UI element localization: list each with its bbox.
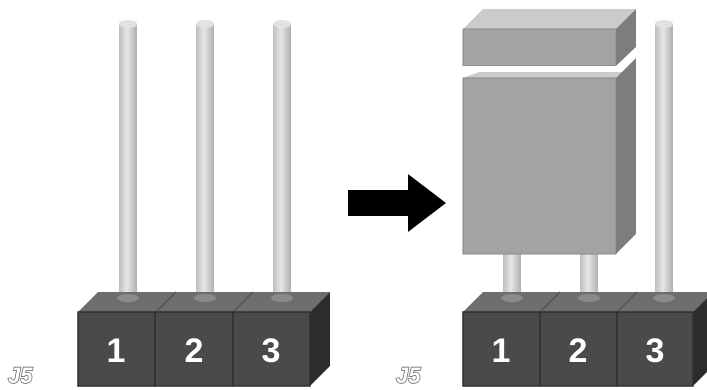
pin-after-1 [503, 252, 521, 296]
header-top-face [78, 292, 330, 312]
pin-number-after-2: 2 [569, 332, 588, 370]
header-after: 1 2 3 J5 [395, 9, 707, 389]
right-arrow-icon [348, 174, 446, 232]
pin-cell-after-1 [462, 311, 541, 387]
pin-cell-before-3 [232, 311, 311, 387]
pin-cell-before-1 [77, 311, 156, 387]
pin-cell-before-2 [154, 311, 234, 387]
pin-number-before-2: 2 [185, 332, 204, 370]
header-side-face [310, 292, 330, 386]
header-side-face [693, 298, 707, 386]
pin-number-before-1: 1 [107, 332, 126, 370]
jumper-cap [462, 9, 636, 255]
header-top-face [463, 292, 707, 312]
pin-cell-after-3 [616, 311, 694, 387]
pin-number-after-3: 3 [646, 332, 665, 370]
pin-number-after-1: 1 [492, 332, 511, 370]
connector-label-after: J5 [396, 363, 421, 388]
pin-before-2 [196, 20, 214, 296]
pin-cell-after-2 [539, 311, 618, 387]
pin-number-before-3: 3 [262, 332, 281, 370]
pin-after-3 [655, 20, 673, 296]
pin-before-1 [119, 20, 137, 296]
connector-label-before: J5 [8, 363, 33, 388]
pin-before-3 [273, 20, 291, 296]
pin-after-2 [580, 252, 598, 296]
header-before: 1 2 3 J5 [7, 20, 330, 389]
